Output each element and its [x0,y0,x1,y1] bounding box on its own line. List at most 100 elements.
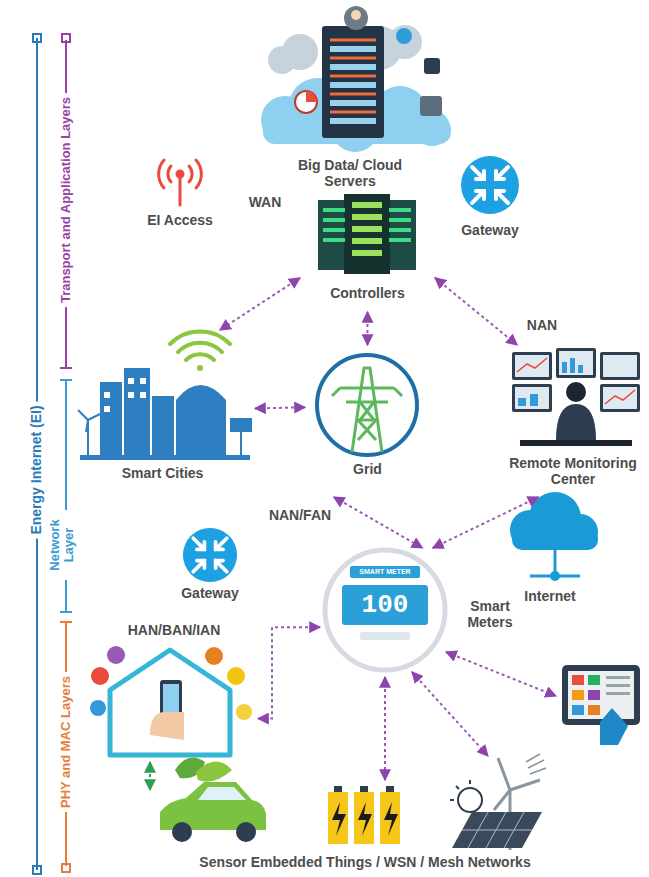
node-label: Internet [495,588,605,604]
monitoring-icon-part [515,351,637,409]
tablet-icon-part [562,665,640,725]
battery-icon-part [328,792,348,844]
controllers-icon-part-part [389,208,411,212]
monitoring-icon-part [566,382,586,402]
internet-icon-part [554,550,557,572]
antenna-icon-part [168,166,192,182]
controllers-icon-part-part [323,208,345,212]
cloud-servers-icon-part-part [388,25,422,59]
controllers-icon-part-part [323,228,345,232]
layer-bars-part [60,367,72,369]
monitoring-icon-part-part [605,390,635,404]
gateway-icon [183,528,237,582]
renewables-icon-part-part [450,799,454,801]
smart-city-icon-part-part [140,392,146,398]
renewables-icon-part-part [456,786,459,789]
network-link [433,497,539,548]
car-icon-part [172,822,192,842]
device-links-part [412,672,488,756]
monitoring-icon-part-part [578,365,583,373]
home-icon-part [90,700,106,716]
renewables-icon-part-part [494,790,510,810]
layer-label: PHY and MAC Layers [59,672,73,812]
controllers-icon-part-part [352,202,382,208]
controllers-icon-part [323,208,411,242]
grid-icon-part-part [340,388,394,420]
smart-city-icon-part-part [152,396,174,460]
smart-city-icon-part [78,410,100,458]
monitoring-icon-part-part [562,362,567,373]
renewables-icon-part-part [462,830,532,831]
node-label: HAN/BAN/IAN [90,622,258,638]
monitoring-icon-part [556,404,596,440]
home-icon-part [236,704,252,720]
renewables-icon-part-part [498,758,510,790]
node-label: Controllers [300,285,435,301]
tablet-icon-part-part [588,690,600,700]
smart-city-icon-part-part [186,354,214,360]
monitoring-icon-part-part [556,348,596,378]
smart-city-icon-part-part [86,420,88,432]
network-link [367,312,369,345]
cloud-servers-icon-part [351,10,361,20]
battery-icon-part [354,792,374,844]
smart-city-icon-part-part [104,392,110,398]
smart-cities-node: Smart Cities [70,330,255,490]
tablet-icon-part-part [572,690,584,700]
controllers-icon-part-part [323,238,345,242]
home-icon-part [107,646,125,664]
device-links-part [384,677,386,780]
meter-caption: SMART METER [359,568,410,576]
layer-bars-part [33,34,41,42]
car-icon-part [196,761,232,781]
home-network-node: HAN/BAN/IAN [90,622,258,762]
smart-city-icon-part [240,432,242,456]
monitoring-icon-part-part [603,387,637,409]
layer-title: Energy Internet (EI) [29,401,44,538]
cloud-servers-icon-part-part [330,75,376,78]
monitoring-icon-part-part [518,398,526,406]
renewables-icon-part [526,754,546,774]
controllers-icon-part-part [389,218,411,222]
car-icon-part [236,822,256,842]
smart-city-icon-part-part [104,406,110,412]
smart-city-icon-part-part [176,385,226,460]
monitoring-icon [512,348,640,446]
monitoring-icon-part-part [600,384,640,412]
controllers-icon-part [344,194,390,274]
layer-bars-part [60,611,72,613]
smart-city-icon-part-part [128,378,134,384]
battery-icon-part [332,802,346,836]
monitoring-icon-part-part [515,355,549,377]
antenna-icon-part [179,176,182,205]
antenna-icon-part [159,160,202,188]
renewables-icon-part-part [468,812,488,848]
node-label: Smart Cities [70,465,255,481]
battery-icon-part [360,786,368,792]
node-label: Grid [305,461,430,477]
cloud-servers-icon-part [330,46,376,124]
controllers-icon-part-part [352,226,382,232]
renewables-icon-part-part [469,780,471,784]
device-links-part [149,762,151,790]
home-icon-part [163,684,179,714]
antenna-icon-part [177,171,183,177]
grid-icon-part-part [332,388,402,396]
internet-icon-part [510,492,598,550]
renewables-icon-part [462,812,532,848]
cloud-servers-icon-part [306,91,317,102]
smart-city-icon-part-part [140,378,146,384]
cloud-servers-icon-part-part [330,46,376,52]
layer-label: Transport and Application Layers [59,93,73,307]
meter-reading: 100 [362,591,409,620]
network-tag: NAN/FAN [269,508,331,523]
network-link [255,407,305,408]
battery-icon [328,786,400,844]
node-label: Gateway [170,585,250,601]
monitoring-icon-part-part [603,355,637,377]
monitoring-icon-part-part [570,358,575,373]
smart-meter-icon [325,550,445,670]
